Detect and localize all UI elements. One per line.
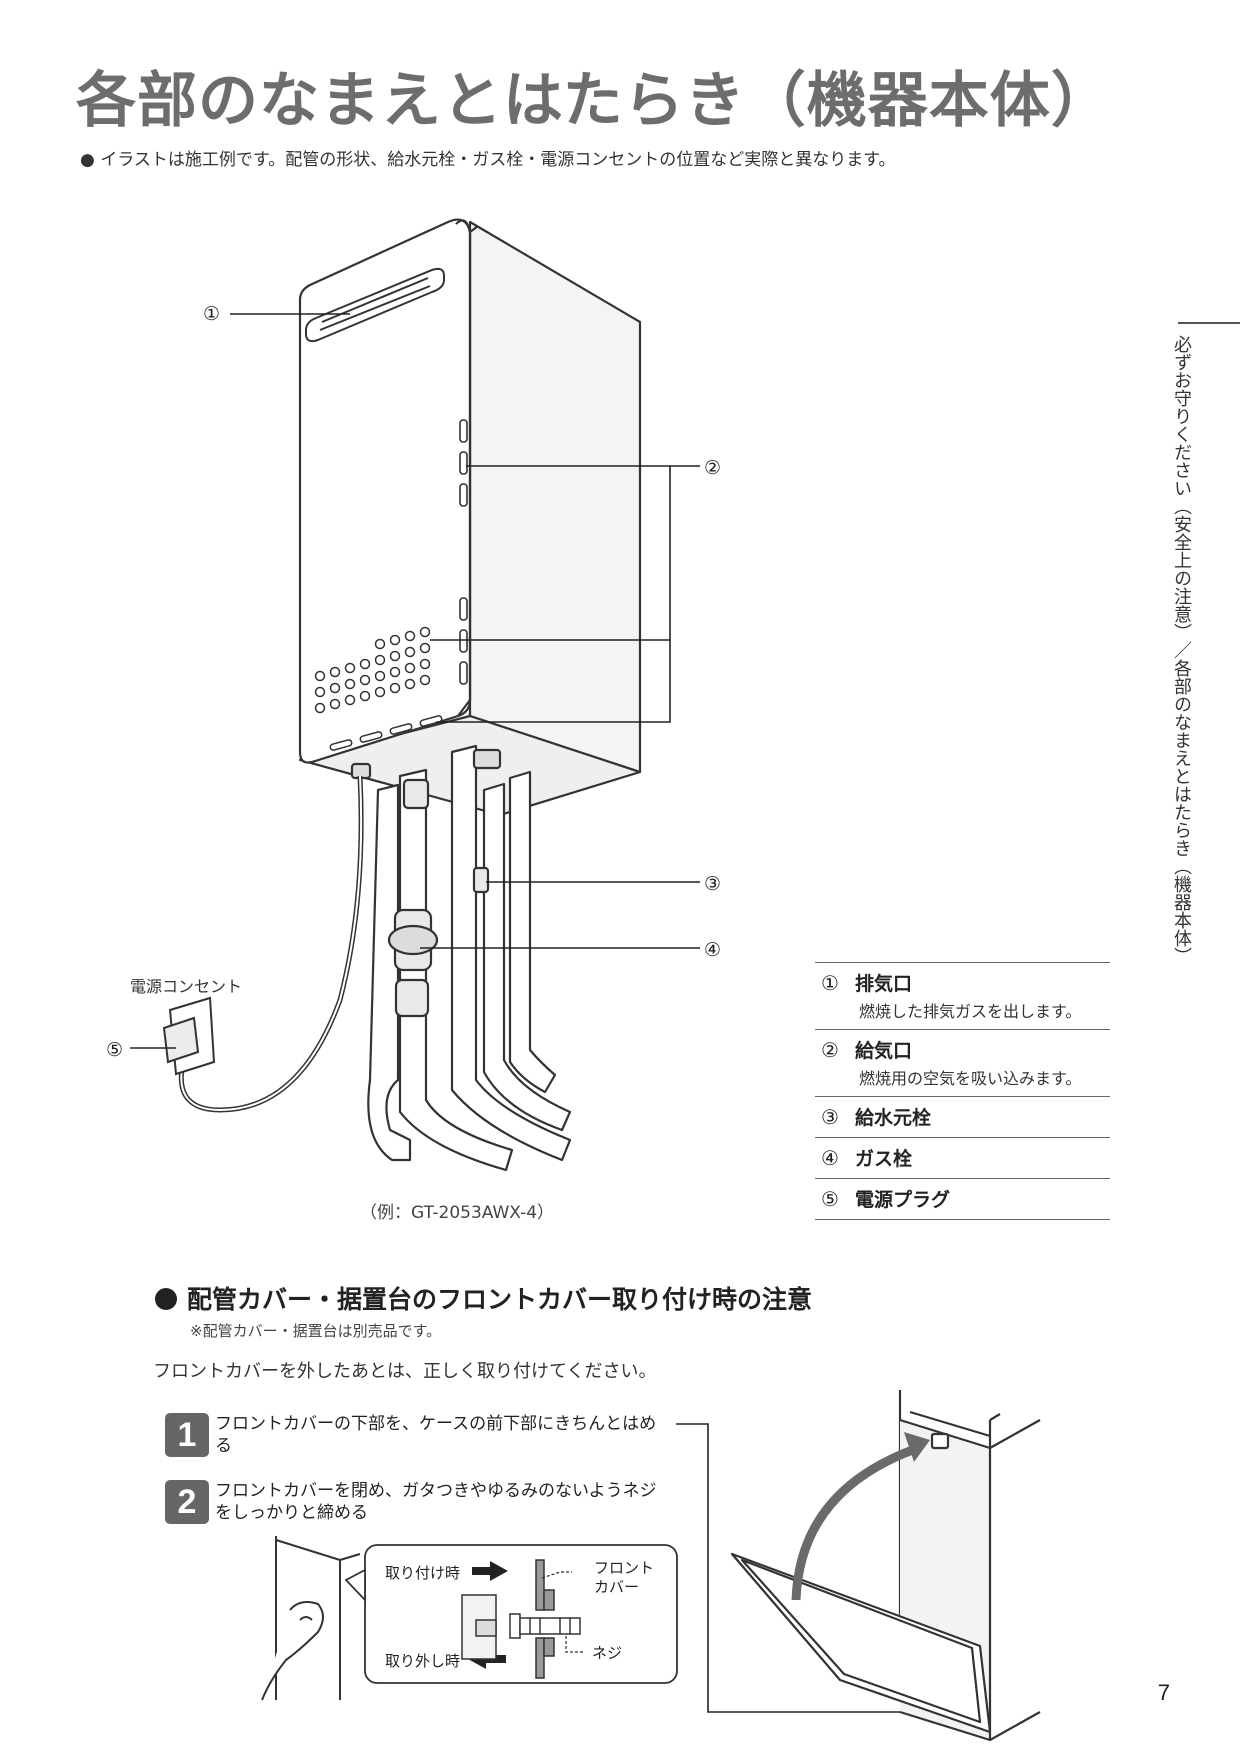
part-number: ② xyxy=(821,1037,839,1062)
screw-label: ネジ xyxy=(592,1644,623,1662)
figure-caption: （例：GT-2053AWX-4） xyxy=(360,1203,555,1223)
step-text: フロントカバーの下部を、ケースの前下部にきちんとはめる xyxy=(215,1414,657,1456)
callout-2: ② xyxy=(704,457,721,479)
attach-label: 取り付け時 xyxy=(385,1564,461,1582)
illustration-note: ● イラストは施工例です。配管の形状、給水元栓・ガス栓・電源コンセントの位置など… xyxy=(80,150,896,170)
page-number: 7 xyxy=(1157,1680,1170,1705)
part-name: 電源プラグ xyxy=(855,1189,951,1211)
part-name: ガス栓 xyxy=(855,1148,913,1170)
part-name: 給水元栓 xyxy=(855,1107,932,1129)
part-description: 燃焼用の空気を吸い込みます。 xyxy=(859,1069,1082,1088)
part-number: ③ xyxy=(821,1104,839,1129)
front-cover-label: フロント カバー xyxy=(594,1559,655,1596)
step-number-badge: 1 xyxy=(165,1413,209,1457)
section-body: フロントカバーを外したあとは、正しく取り付けてください。 xyxy=(153,1361,657,1382)
page-title: 各部のなまえとはたらき（機器本体） xyxy=(76,66,1112,136)
parts-list-item: ② 給気口 燃焼用の空気を吸い込みます。 xyxy=(815,1030,1110,1097)
step-2: 2 フロントカバーを閉め、ガタつきやゆるみのないようネジをしっかりと締める xyxy=(165,1480,665,1524)
parts-list-item: ① 排気口 燃焼した排気ガスを出します。 xyxy=(815,963,1110,1030)
remove-label: 取り外し時 xyxy=(385,1652,461,1670)
side-tab-rule xyxy=(1178,322,1240,324)
part-name: 排気口 xyxy=(855,973,913,995)
step-number-badge: 2 xyxy=(165,1480,209,1524)
side-tab-label: 必ずお守りください（安全上の注意）／各部のなまえとはたらき（機器本体） xyxy=(1171,335,1192,965)
section-heading-text: 配管カバー・据置台のフロントカバー取り付け時の注意 xyxy=(187,1285,813,1314)
bullet-icon xyxy=(155,1288,177,1310)
part-number: ④ xyxy=(821,1145,839,1170)
section-subnote: ※配管カバー・据置台は別売品です。 xyxy=(190,1322,442,1340)
section-heading: 配管カバー・据置台のフロントカバー取り付け時の注意 xyxy=(155,1280,812,1316)
step-1: 1 フロントカバーの下部を、ケースの前下部にきちんとはめる xyxy=(165,1413,665,1457)
part-number: ① xyxy=(821,970,839,995)
parts-list-item: ③ 給水元栓 xyxy=(815,1097,1110,1138)
part-number: ⑤ xyxy=(821,1186,839,1211)
parts-list-item: ⑤ 電源プラグ xyxy=(815,1179,1110,1220)
callout-1: ① xyxy=(203,303,220,325)
part-name: 給気口 xyxy=(855,1040,913,1062)
callout-3: ③ xyxy=(704,873,721,895)
step-text: フロントカバーを閉め、ガタつきやゆるみのないようネジをしっかりと締める xyxy=(215,1481,657,1523)
callout-5: ⑤ xyxy=(106,1039,123,1061)
part-description: 燃焼した排気ガスを出します。 xyxy=(859,1002,1082,1021)
outlet-label: 電源コンセント xyxy=(130,977,243,996)
parts-list-item: ④ ガス栓 xyxy=(815,1138,1110,1179)
callout-4: ④ xyxy=(704,939,721,961)
